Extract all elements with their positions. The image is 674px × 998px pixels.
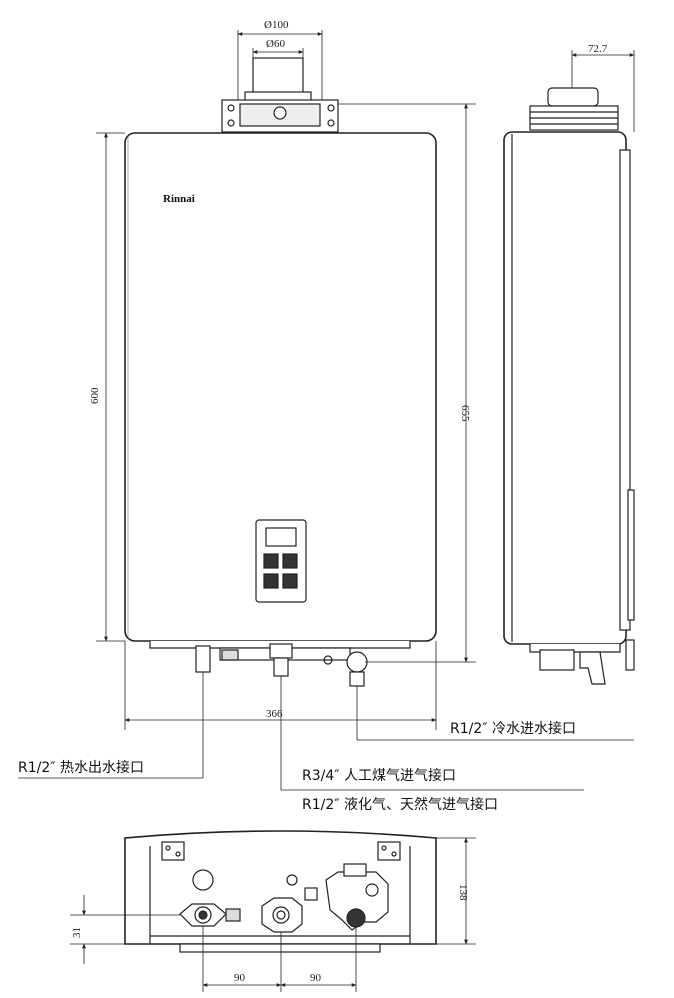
front-dimensions bbox=[96, 30, 476, 730]
bottom-bracket-right bbox=[377, 841, 401, 861]
callout-lpg-ng: R1/2″ 液化气、天然气进气接口 bbox=[302, 796, 498, 813]
dim-width: 366 bbox=[266, 708, 283, 720]
display-screen bbox=[265, 527, 297, 547]
side-flue-cap bbox=[547, 87, 599, 107]
dim-flue-outer: Ø100 bbox=[264, 19, 289, 31]
dim-side-flue-offset: 72.7 bbox=[588, 43, 608, 55]
callout-town-gas: R3/4″ 人工煤气进气接口 bbox=[302, 767, 456, 784]
hot-water-outlet bbox=[195, 645, 211, 673]
side-body bbox=[503, 131, 627, 645]
bottom-view bbox=[124, 830, 437, 953]
brand-logo: Rinnai bbox=[163, 193, 195, 205]
dim-total-height: 655 bbox=[459, 405, 471, 422]
dim-bottom-depth: 138 bbox=[457, 884, 469, 901]
dim-pitch-right: 90 bbox=[310, 972, 322, 984]
dim-body-height: 600 bbox=[89, 387, 101, 404]
side-dimensions bbox=[571, 50, 635, 132]
panel-button bbox=[263, 553, 279, 569]
bottom-bracket-left bbox=[161, 841, 185, 861]
cold-water-inlet bbox=[346, 651, 368, 673]
dim-bottom-offset: 31 bbox=[71, 927, 83, 938]
dim-flue-inner: Ø60 bbox=[266, 38, 285, 50]
callout-hot-water: R1/2″ 热水出水接口 bbox=[18, 759, 144, 776]
callout-lines bbox=[18, 672, 634, 791]
callout-cold-water: R1/2″ 冷水进水接口 bbox=[450, 720, 576, 737]
bottom-vent-hole bbox=[192, 869, 214, 891]
panel-button bbox=[282, 553, 298, 569]
panel-button bbox=[263, 573, 279, 589]
gas-inlet bbox=[269, 643, 293, 659]
panel-button bbox=[282, 573, 298, 589]
dim-pitch-left: 90 bbox=[234, 972, 246, 984]
flue-pipe bbox=[252, 57, 304, 99]
side-view bbox=[503, 87, 635, 685]
front-view bbox=[124, 57, 437, 687]
bottom-dimensions bbox=[70, 837, 476, 992]
